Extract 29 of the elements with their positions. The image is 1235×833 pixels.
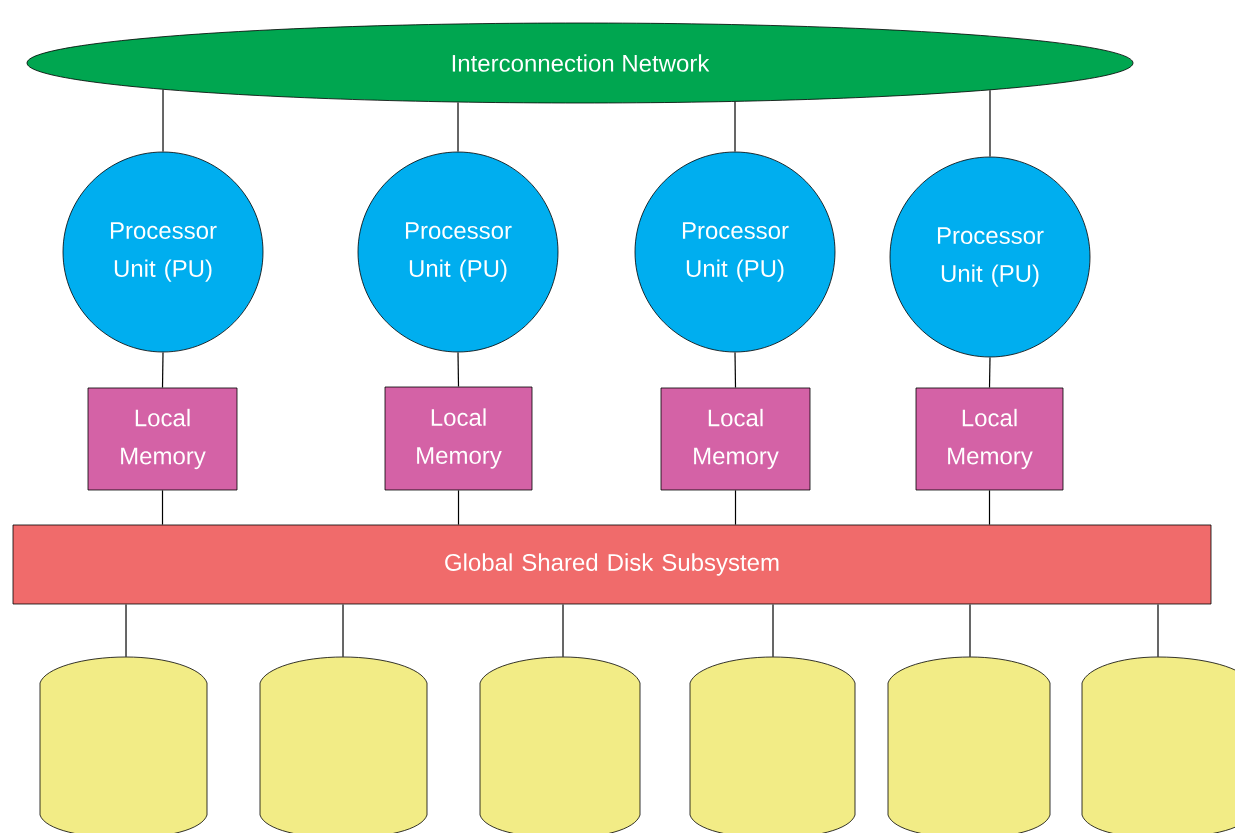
connector-line [988,489,991,526]
memory-box: Local Memory [384,386,533,491]
memory-box: Local Memory [915,387,1064,491]
connector-line [772,603,774,658]
connector-line [734,489,737,526]
connector-line [457,351,460,388]
disk-drum [1081,656,1235,833]
connector-line [161,489,164,526]
connector-line [457,101,459,153]
connector-line [1157,603,1159,658]
memory-box: Local Memory [660,387,811,491]
disk-drum [479,656,641,833]
disk-drum [259,656,428,833]
connector-line [988,356,991,389]
connector-line [457,489,460,526]
disk-drum [887,656,1051,833]
connector-line [969,603,971,658]
disk-drum [39,656,208,833]
disk-subsystem-bar: Global Shared Disk Subsystem [12,524,1212,605]
disk-drum [689,656,856,833]
connector-line [162,89,164,153]
connector-line [989,89,991,158]
connector-line [562,603,564,658]
connector-line [161,351,164,389]
connector-line [734,101,736,153]
connector-line [125,603,127,658]
connector-line [342,603,344,658]
memory-box: Local Memory [87,387,238,491]
connector-line [734,351,737,389]
